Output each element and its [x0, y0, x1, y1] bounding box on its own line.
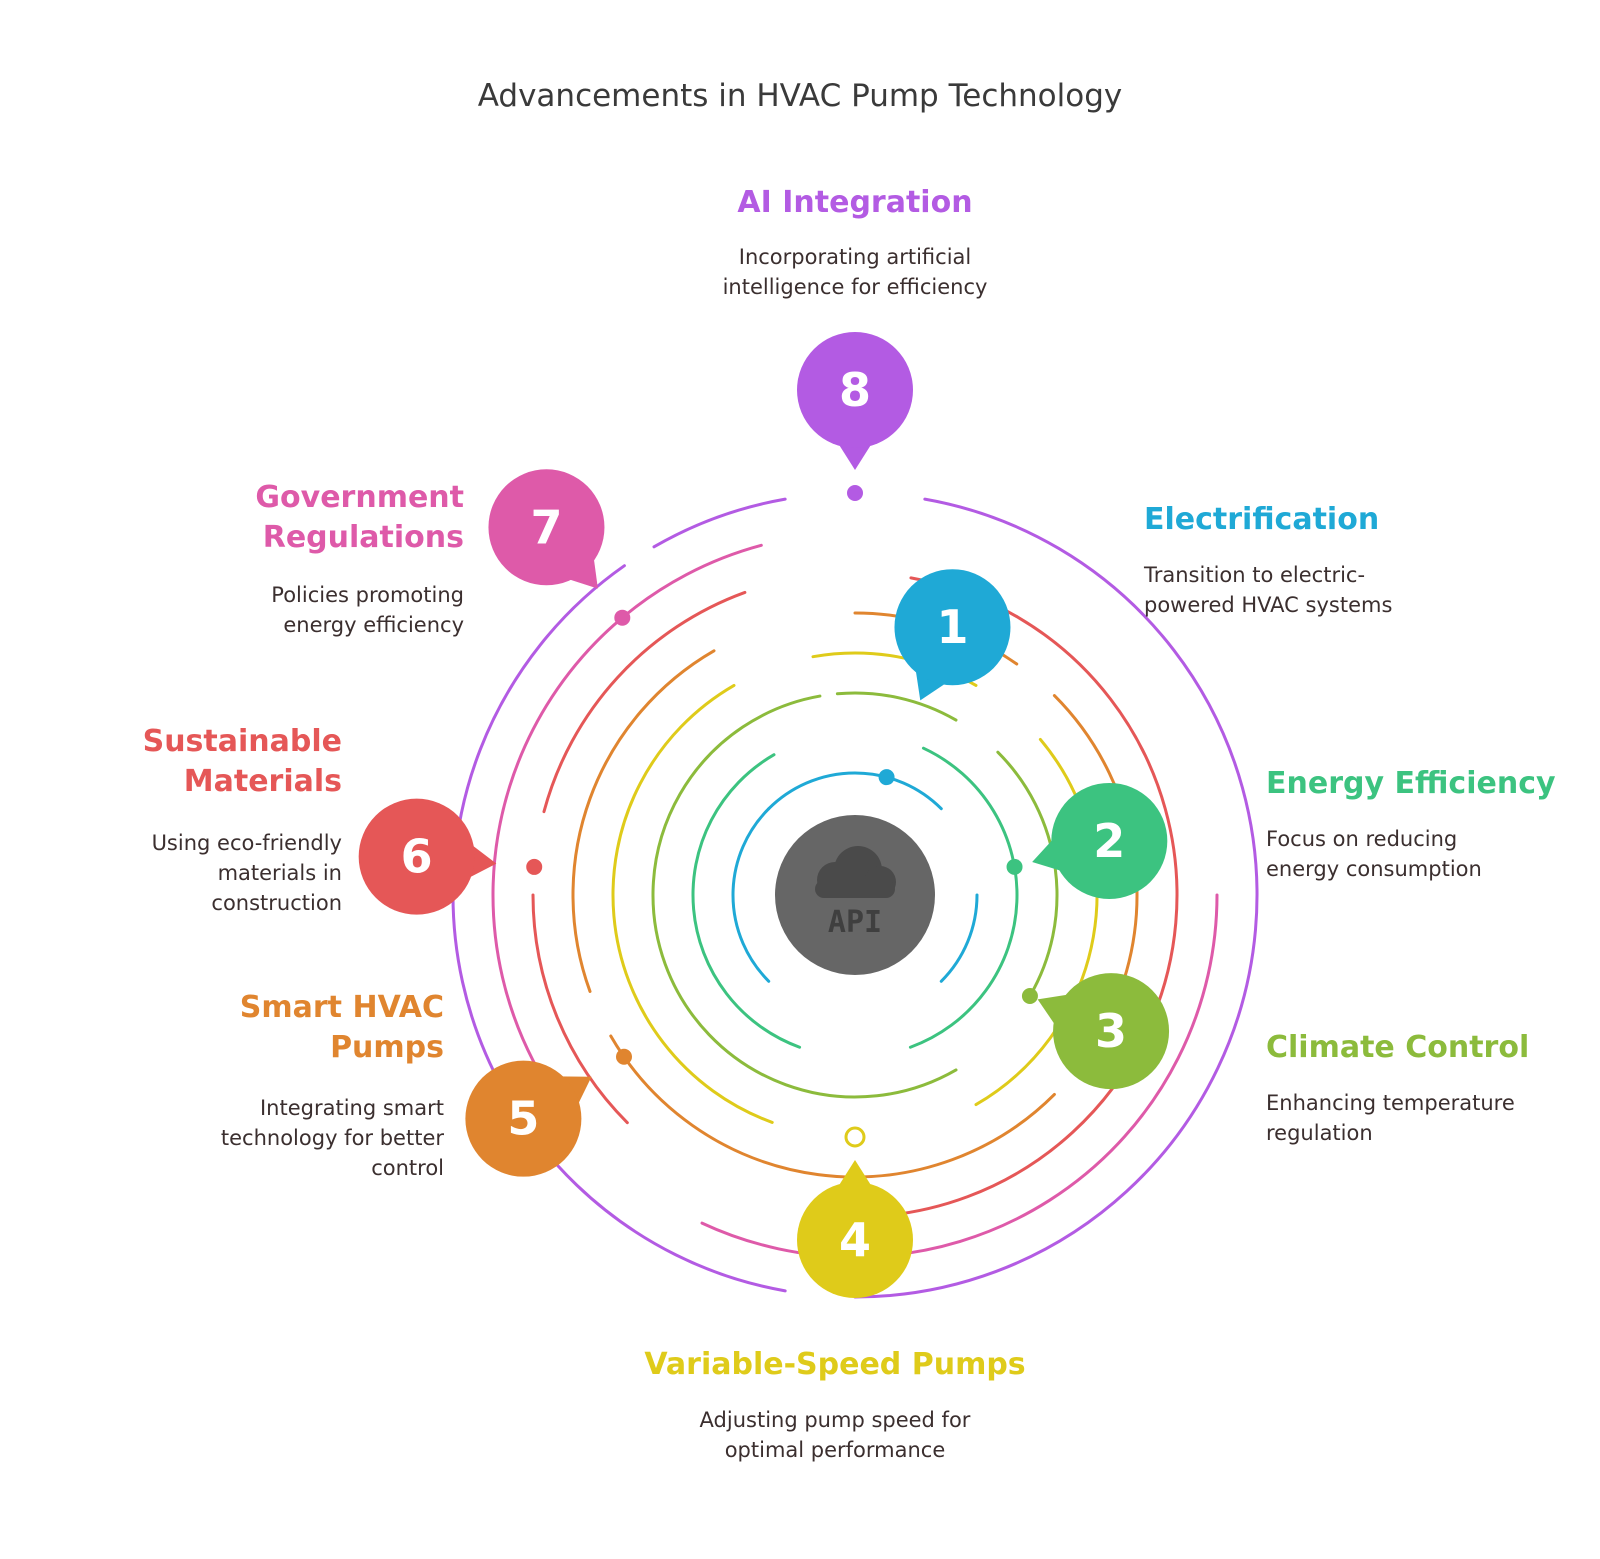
step-badge-8: 8: [797, 332, 913, 470]
ring-arc-4: [974, 737, 1099, 1107]
badge-circle: [1053, 973, 1170, 1090]
badge-circle: [488, 469, 605, 586]
ring-arc-7: [491, 543, 763, 1130]
step-badge-7: 7: [488, 469, 605, 589]
step-badge-5: 5: [465, 1060, 592, 1177]
ring-marker-4: [844, 1126, 866, 1148]
center-hub: API: [775, 815, 935, 975]
diagram-title: Advancements in HVAC Pump Technology: [477, 78, 1123, 114]
ring-marker-2: [1006, 858, 1023, 875]
ring-arc-8: [451, 564, 787, 1293]
badge-number: 3: [1095, 1004, 1127, 1058]
ring-arc-1: [731, 807, 771, 983]
badge-circle: [1051, 782, 1168, 899]
ring-arc-2: [691, 753, 802, 1049]
ring-marker-6: [526, 858, 543, 875]
ring-arc-8: [853, 497, 1259, 1299]
ring-marker-1: [878, 769, 895, 786]
badge-number: 5: [507, 1092, 539, 1146]
step-badge-1: 1: [894, 569, 1011, 701]
api-label: API: [828, 905, 882, 940]
ring-arc-3: [835, 691, 958, 722]
ring-arc-1: [767, 771, 943, 811]
badge-circle: [797, 1182, 913, 1298]
item-heading: Electrification: [1144, 502, 1380, 537]
ring-arc-4: [611, 683, 774, 1124]
item-description: Transition to electric-powered HVAC syst…: [1144, 563, 1393, 617]
badge-pointer: [836, 440, 874, 470]
step-badge-4: 4: [797, 1160, 913, 1298]
cloud-icon: [815, 846, 896, 898]
step-badge-3: 3: [1037, 973, 1170, 1090]
badge-circle: [465, 1060, 582, 1177]
ring-marker-3: [1021, 988, 1038, 1004]
step-badge-2: 2: [1032, 782, 1168, 899]
step-badge-6: 6: [358, 798, 497, 915]
badge-number: 1: [936, 600, 968, 654]
item-heading: Energy Efficiency: [1266, 766, 1556, 801]
ring-arc-8: [652, 497, 787, 549]
item-heading: AI Integration: [737, 185, 973, 220]
ring-arc-6: [542, 590, 747, 814]
ring-marker-8: [847, 485, 863, 501]
badge-number: 4: [839, 1213, 871, 1267]
badge-number: 6: [401, 830, 433, 884]
ring-marker-7: [614, 609, 631, 626]
ring-marker-5: [615, 1048, 632, 1065]
ring-arc-6: [531, 893, 629, 1125]
ring-arc-3: [651, 694, 958, 1099]
badge-pointer: [836, 1160, 874, 1190]
ring-arc-5: [609, 1034, 1056, 1179]
ring-arc-5: [571, 649, 716, 993]
item-heading: Variable-Speed Pumps: [644, 1347, 1026, 1382]
badge-circle: [894, 569, 1011, 686]
ring-arc-1: [939, 893, 979, 983]
badge-number: 8: [839, 363, 871, 417]
badge-circle: [358, 798, 475, 915]
badge-number: 2: [1093, 814, 1125, 868]
badge-number: 7: [530, 500, 562, 554]
ring-arc-6: [853, 576, 1179, 1219]
badge-circle: [797, 332, 913, 448]
ring-arc-3: [996, 750, 1059, 998]
item-heading: Climate Control: [1266, 1030, 1530, 1065]
ring-arc-2: [908, 746, 1019, 1049]
